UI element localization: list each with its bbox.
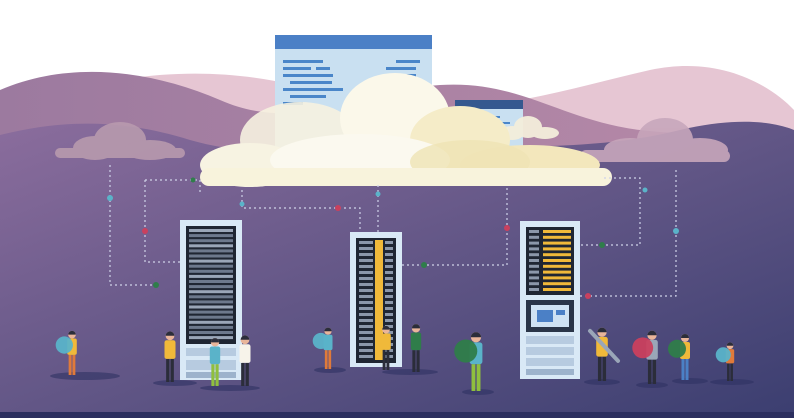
network-nodes — [107, 177, 679, 299]
person-figure — [239, 335, 251, 386]
person-figure — [312, 327, 333, 369]
network-connectors — [109, 165, 677, 297]
balloon-icon — [632, 337, 654, 359]
balloon-icon — [715, 347, 731, 363]
person-figure — [410, 324, 422, 372]
person-figure — [715, 342, 735, 381]
balloon-icon — [55, 336, 73, 354]
person-figure — [164, 331, 176, 382]
person-figure — [55, 330, 77, 375]
server-rack-icon-right — [520, 221, 580, 379]
bottom-band — [0, 412, 794, 418]
person-figure — [668, 334, 690, 380]
ground-shadows — [50, 367, 754, 395]
person-figure — [381, 325, 391, 370]
cloud-icon — [200, 73, 612, 187]
server-rack-icon-left — [180, 220, 242, 380]
monitor-icon — [526, 300, 574, 332]
balloon-icon — [312, 332, 329, 350]
cloud-icon-right — [580, 118, 730, 162]
person-figure — [588, 327, 620, 381]
server-rack-icon-center — [350, 232, 402, 367]
person-figure — [454, 332, 483, 391]
people-group — [55, 324, 735, 391]
cloud-icon-left — [55, 122, 185, 160]
balloon-icon — [454, 339, 478, 363]
person-figure — [632, 330, 658, 384]
balloon-icon — [668, 339, 686, 358]
wrench-icon — [588, 328, 620, 363]
person-figure — [209, 338, 221, 386]
